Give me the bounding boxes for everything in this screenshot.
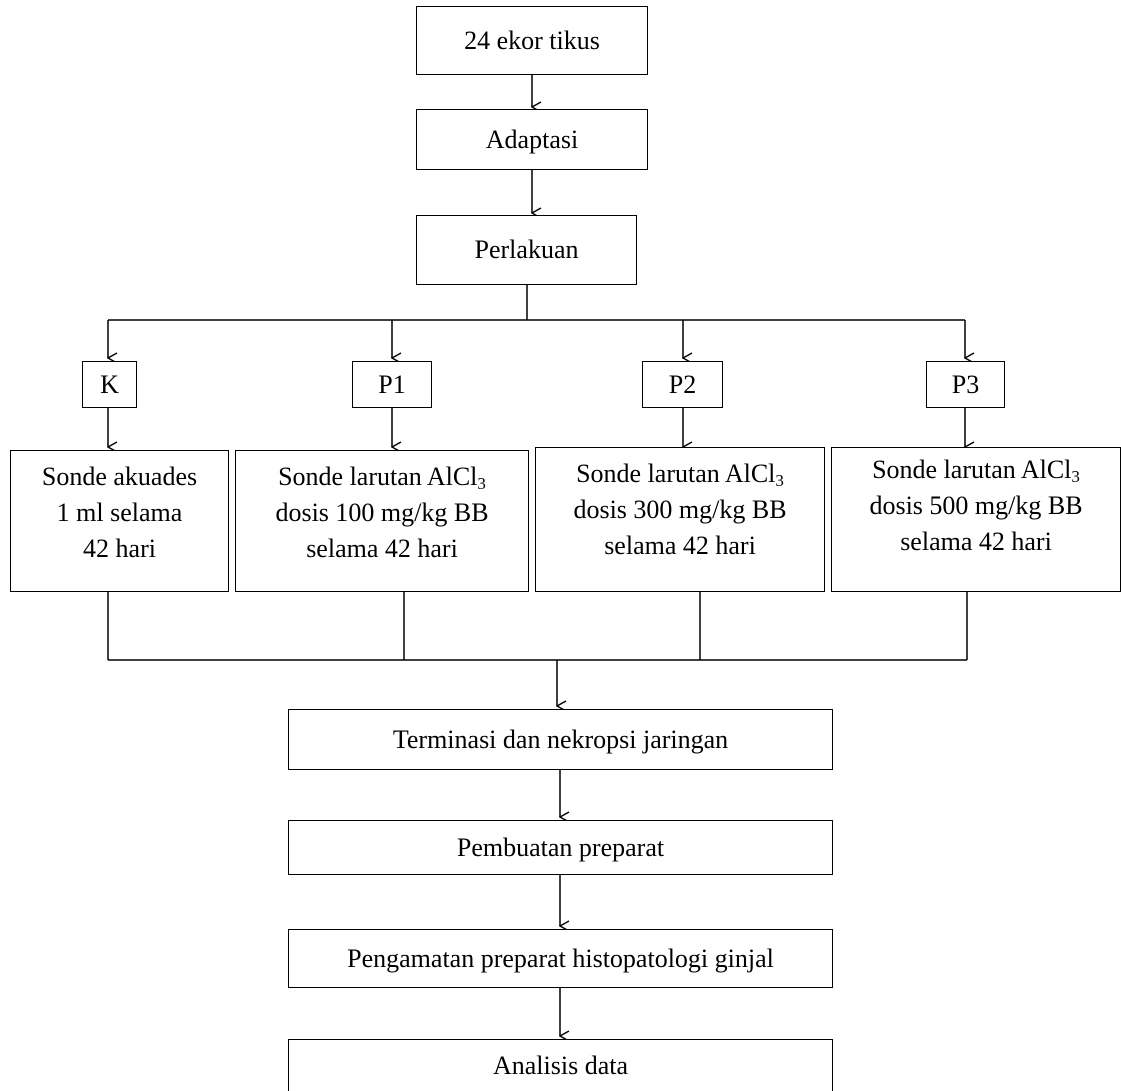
group-p3-line3: selama 42 hari	[900, 527, 1052, 556]
group-p1-line2: dosis 100 mg/kg BB	[275, 498, 489, 527]
group-k-label: K	[100, 369, 119, 399]
group-p1-description: Sonde larutan AlCl3 dosis 100 mg/kg BB s…	[235, 450, 529, 592]
termination-label: Terminasi dan nekropsi jaringan	[392, 724, 729, 754]
group-p1-line3: selama 42 hari	[306, 534, 458, 563]
analysis-label: Analisis data	[492, 1050, 629, 1080]
group-p2-label: P2	[668, 369, 697, 399]
group-k-line3: 42 hari	[83, 534, 156, 563]
group-p2-line1: Sonde larutan AlCl3	[576, 459, 784, 490]
start-box: 24 ekor tikus	[416, 6, 648, 75]
preparation-box: Pembuatan preparat	[288, 820, 833, 875]
adaptation-box: Adaptasi	[416, 109, 648, 170]
treatment-box: Perlakuan	[416, 215, 637, 285]
group-p2-line3: selama 42 hari	[604, 531, 756, 560]
group-p2-line2: dosis 300 mg/kg BB	[573, 495, 787, 524]
preparation-label: Pembuatan preparat	[456, 832, 665, 862]
group-p3-line1: Sonde larutan AlCl3	[872, 455, 1080, 486]
group-k-label-box: K	[82, 361, 137, 408]
group-p1-label: P1	[378, 369, 406, 399]
adaptation-label: Adaptasi	[485, 124, 579, 154]
group-p3-label-box: P3	[926, 361, 1005, 408]
treatment-label: Perlakuan	[474, 235, 579, 264]
group-p3-label: P3	[951, 369, 980, 399]
observation-label: Pengamatan preparat histopatologi ginjal	[347, 943, 774, 973]
group-k-line1: Sonde akuades	[41, 462, 198, 491]
group-p1-label-box: P1	[352, 361, 432, 408]
analysis-box: Analisis data	[288, 1039, 833, 1091]
group-p2-description: Sonde larutan AlCl3 dosis 300 mg/kg BB s…	[535, 447, 825, 592]
group-p2-label-box: P2	[642, 361, 723, 408]
group-k-description: Sonde akuades 1 ml selama 42 hari	[10, 450, 229, 592]
group-p1-line1: Sonde larutan AlCl3	[278, 462, 486, 493]
start-label: 24 ekor tikus	[464, 25, 600, 55]
group-p3-line2: dosis 500 mg/kg BB	[869, 491, 1083, 520]
observation-box: Pengamatan preparat histopatologi ginjal	[288, 929, 833, 988]
group-p3-description: Sonde larutan AlCl3 dosis 500 mg/kg BB s…	[831, 447, 1121, 592]
termination-box: Terminasi dan nekropsi jaringan	[288, 709, 833, 770]
group-k-line2: 1 ml selama	[56, 498, 183, 527]
